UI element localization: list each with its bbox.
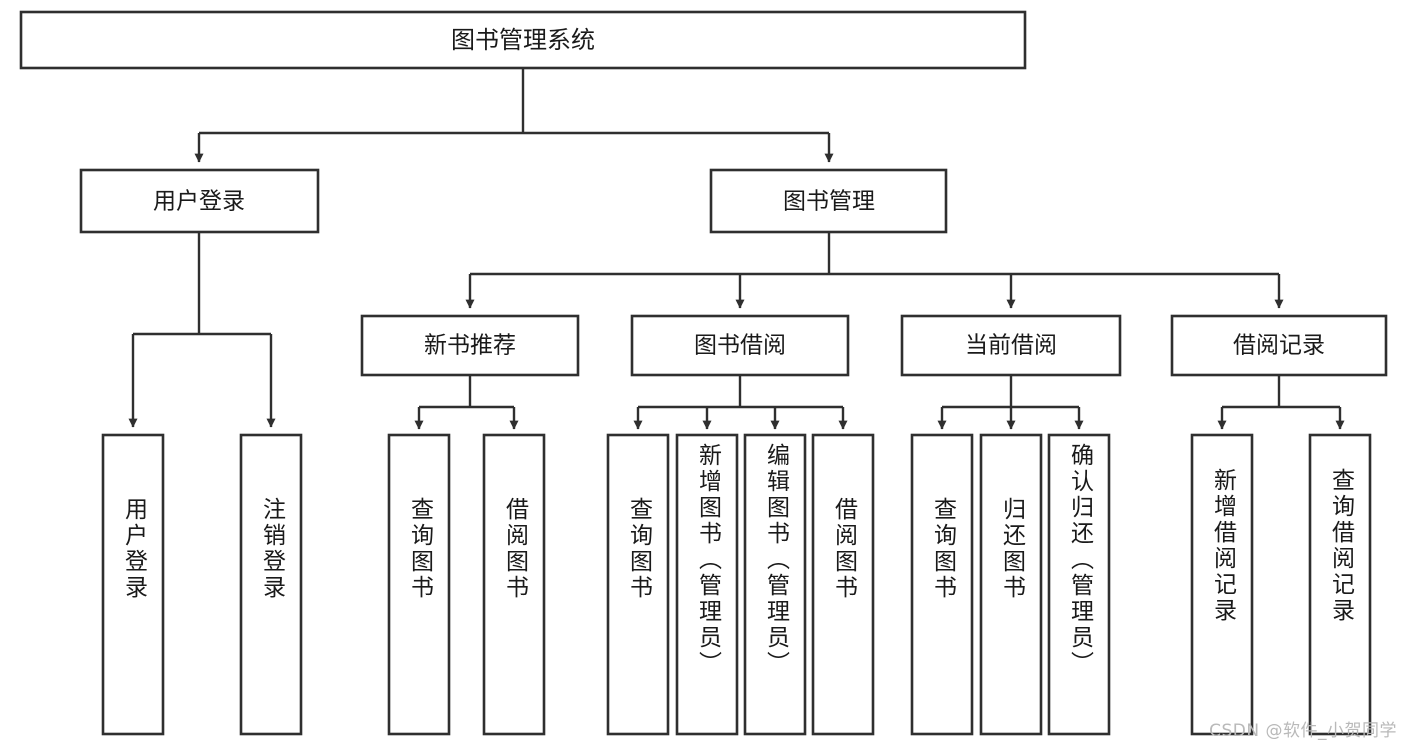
connector-user-login-to-leaves (128, 232, 276, 428)
leaf-box-borrow-record-2[interactable] (1308, 433, 1372, 736)
connector-book-borrow-to-leaves (633, 375, 848, 430)
node-root-label: 图书管理系统 (451, 26, 595, 54)
node-book-management-label: 图书管理 (783, 189, 875, 215)
node-new-book-recommend[interactable]: 新书推荐 (360, 314, 580, 377)
node-borrow-record-box[interactable] (1170, 314, 1388, 377)
node-book-borrow-label: 图书借阅 (694, 333, 786, 359)
node-user-login[interactable]: 用户登录 (79, 168, 320, 234)
node-new-book-recommend-box[interactable] (360, 314, 580, 377)
leaf-box-new-book-1[interactable] (387, 433, 451, 736)
leaf-box-book-borrow-2[interactable] (675, 433, 739, 736)
leaf-box-current-borrow-2[interactable] (979, 433, 1043, 736)
node-user-login-label: 用户登录 (153, 189, 245, 215)
leaf-box-current-borrow-1[interactable] (910, 433, 974, 736)
node-root[interactable]: 图书管理系统 (19, 10, 1027, 70)
connector-root-to-level2 (194, 68, 834, 163)
node-book-borrow[interactable]: 图书借阅 (630, 314, 850, 377)
node-current-borrow[interactable]: 当前借阅 (900, 314, 1122, 377)
connector-borrow-record-to-leaves (1217, 375, 1345, 430)
node-book-management-box[interactable] (709, 168, 948, 234)
leaf-box-book-borrow-1[interactable] (606, 433, 670, 736)
node-current-borrow-box[interactable] (900, 314, 1122, 377)
leaf-box-new-book-2[interactable] (482, 433, 546, 736)
node-current-borrow-label: 当前借阅 (965, 333, 1057, 359)
leaf-box-borrow-record-1[interactable] (1190, 433, 1254, 736)
leaf-box-book-borrow-4[interactable] (811, 433, 875, 736)
csdn-watermark: CSDN @软件_小贺同学 (1209, 721, 1397, 741)
leaf-box-book-borrow-3[interactable] (743, 433, 807, 736)
leaf-box-user-login-2[interactable] (239, 433, 303, 736)
connector-current-borrow-to-leaves (937, 375, 1084, 430)
node-book-management[interactable]: 图书管理 (709, 168, 948, 234)
connector-new-book-to-leaves (414, 375, 519, 430)
connector-book-mgmt-to-level3 (465, 232, 1284, 309)
node-root-box[interactable] (19, 10, 1027, 70)
leaf-box-current-borrow-3[interactable] (1047, 433, 1111, 736)
node-borrow-record-label: 借阅记录 (1233, 333, 1325, 359)
leaf-box-user-login-1[interactable] (101, 433, 165, 736)
node-borrow-record[interactable]: 借阅记录 (1170, 314, 1388, 377)
node-book-borrow-box[interactable] (630, 314, 850, 377)
node-new-book-recommend-label: 新书推荐 (424, 333, 516, 359)
